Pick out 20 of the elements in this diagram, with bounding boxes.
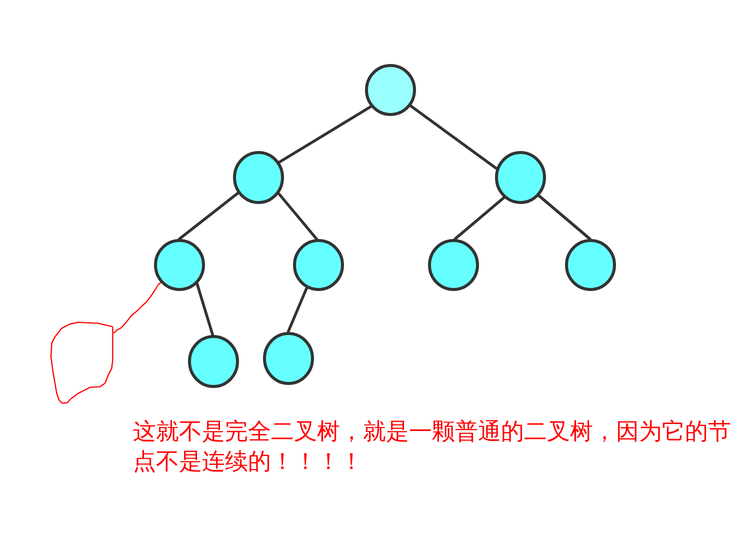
tree-node	[428, 239, 479, 291]
branch-line	[196, 282, 214, 336]
branch-line	[537, 194, 592, 240]
branch-line	[277, 192, 318, 240]
hand-drawn-line	[113, 282, 162, 334]
branch-line	[178, 192, 240, 240]
note-text: 这就不是完全二叉树，就是一颗普通的二叉树，因为它的节点不是连续的！！！！	[133, 418, 732, 477]
branch-line	[409, 104, 498, 170]
branch-line	[286, 286, 308, 333]
tree-node	[154, 239, 205, 291]
tree-node	[365, 64, 416, 116]
tree-node	[293, 239, 344, 291]
branch-line	[278, 105, 372, 164]
branch-line	[454, 196, 506, 240]
tree-node	[263, 332, 314, 384]
hand-drawn-loop	[50, 321, 114, 404]
tree-node	[494, 151, 546, 204]
tree-node	[565, 239, 616, 291]
tree-node	[233, 151, 284, 204]
tree-node	[188, 335, 239, 388]
